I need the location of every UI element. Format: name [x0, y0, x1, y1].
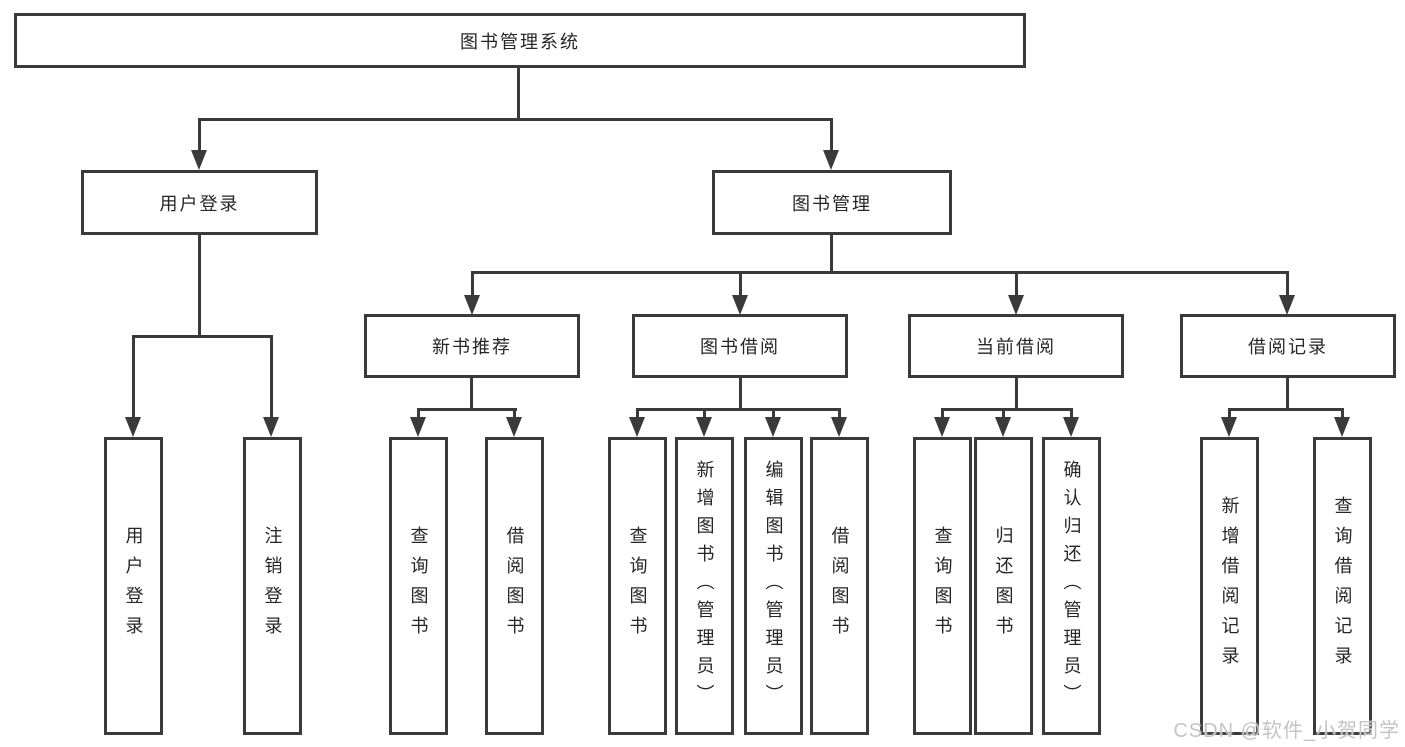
connector-line — [830, 235, 833, 271]
arrowhead-icon — [831, 417, 847, 437]
node-user-login: 用户登录 — [81, 170, 318, 235]
connector-line — [772, 408, 775, 418]
leaf-borrow-edit-book-admin-label: 编辑图书（管理员） — [763, 460, 784, 712]
leaf-borrow-add-book-admin: 新增图书（管理员） — [675, 437, 734, 735]
arrowhead-icon — [125, 417, 141, 437]
arrowhead-icon — [464, 295, 480, 315]
leaf-borrow-query-book-label: 查询图书 — [627, 526, 648, 646]
node-current-borrow-label: 当前借阅 — [976, 337, 1056, 357]
connector-line — [1286, 378, 1289, 408]
arrowhead-icon — [765, 417, 781, 437]
connector-line — [1015, 378, 1018, 408]
connector-line — [1228, 408, 1343, 411]
connector-line — [739, 378, 742, 408]
leaf-current-confirm-return-admin-label: 确认归还（管理员） — [1061, 460, 1082, 712]
connector-line — [636, 408, 639, 418]
leaf-borrow-add-book-admin-label: 新增图书（管理员） — [694, 460, 715, 712]
leaf-user-login: 用户登录 — [104, 437, 163, 735]
node-current-borrow: 当前借阅 — [908, 314, 1124, 378]
leaf-logout: 注销登录 — [243, 437, 302, 735]
arrowhead-icon — [1221, 417, 1237, 437]
connector-line — [198, 118, 201, 151]
leaf-recommend-query-book-label: 查询图书 — [408, 526, 429, 646]
connector-line — [941, 408, 944, 418]
connector-line — [198, 118, 833, 121]
connector-line — [270, 335, 273, 418]
node-root: 图书管理系统 — [14, 13, 1026, 68]
leaf-recommend-query-book: 查询图书 — [389, 437, 448, 735]
node-book-management: 图书管理 — [712, 170, 952, 235]
connector-line — [513, 408, 516, 418]
arrowhead-icon — [1334, 417, 1350, 437]
connector-line — [470, 378, 473, 408]
connector-line — [830, 118, 833, 151]
leaf-record-add-record: 新增借阅记录 — [1200, 437, 1259, 735]
connector-line — [198, 235, 201, 335]
arrowhead-icon — [1008, 295, 1024, 315]
connector-line — [517, 68, 520, 118]
connector-line — [1228, 408, 1231, 418]
leaf-record-query-record-label: 查询借阅记录 — [1332, 496, 1353, 676]
arrowhead-icon — [1063, 417, 1079, 437]
leaf-current-return-book: 归还图书 — [974, 437, 1033, 735]
leaf-borrow-edit-book-admin: 编辑图书（管理员） — [744, 437, 803, 735]
connector-line — [1070, 408, 1073, 418]
node-book-borrow-label: 图书借阅 — [700, 337, 780, 357]
arrowhead-icon — [629, 417, 645, 437]
leaf-borrow-borrow-book: 借阅图书 — [810, 437, 869, 735]
node-borrow-record-label: 借阅记录 — [1248, 337, 1328, 357]
arrowhead-icon — [410, 417, 426, 437]
node-new-book-recommend: 新书推荐 — [364, 314, 580, 378]
arrowhead-icon — [696, 417, 712, 437]
connector-line — [471, 271, 474, 296]
arrowhead-icon — [1279, 295, 1295, 315]
leaf-user-login-label: 用户登录 — [123, 526, 144, 646]
connector-line — [739, 271, 742, 296]
leaf-borrow-query-book: 查询图书 — [608, 437, 667, 735]
connector-line — [1015, 271, 1018, 296]
leaf-current-query-book-label: 查询图书 — [932, 526, 953, 646]
connector-line — [838, 408, 841, 418]
leaf-record-query-record: 查询借阅记录 — [1313, 437, 1372, 735]
leaf-logout-label: 注销登录 — [262, 526, 283, 646]
leaf-current-return-book-label: 归还图书 — [993, 526, 1014, 646]
connector-line — [132, 335, 273, 338]
node-user-login-label: 用户登录 — [159, 193, 240, 214]
leaf-record-add-record-label: 新增借阅记录 — [1219, 496, 1240, 676]
arrowhead-icon — [995, 417, 1011, 437]
leaf-current-query-book: 查询图书 — [913, 437, 972, 735]
node-book-borrow: 图书借阅 — [632, 314, 848, 378]
node-borrow-record: 借阅记录 — [1180, 314, 1396, 378]
arrowhead-icon — [191, 150, 207, 170]
connector-line — [1286, 271, 1289, 296]
leaf-current-confirm-return-admin: 确认归还（管理员） — [1042, 437, 1101, 735]
connector-line — [941, 408, 1073, 411]
csdn-watermark: CSDN @软件_小贺同学 — [1173, 720, 1400, 742]
connector-line — [1341, 408, 1344, 418]
connector-line — [1002, 408, 1005, 418]
node-new-book-recommend-label: 新书推荐 — [432, 337, 512, 357]
connector-line — [471, 271, 1289, 274]
arrowhead-icon — [823, 150, 839, 170]
leaf-recommend-borrow-book: 借阅图书 — [485, 437, 544, 735]
connector-line — [417, 408, 420, 418]
node-book-management-label: 图书管理 — [792, 193, 872, 214]
connector-line — [703, 408, 706, 418]
arrowhead-icon — [506, 417, 522, 437]
arrowhead-icon — [934, 417, 950, 437]
arrowhead-icon — [263, 417, 279, 437]
arrowhead-icon — [732, 295, 748, 315]
connector-line — [417, 408, 517, 411]
leaf-recommend-borrow-book-label: 借阅图书 — [504, 526, 525, 646]
connector-line — [132, 335, 135, 418]
leaf-borrow-borrow-book-label: 借阅图书 — [829, 526, 850, 646]
node-root-label: 图书管理系统 — [460, 31, 580, 52]
connector-line — [636, 408, 840, 411]
